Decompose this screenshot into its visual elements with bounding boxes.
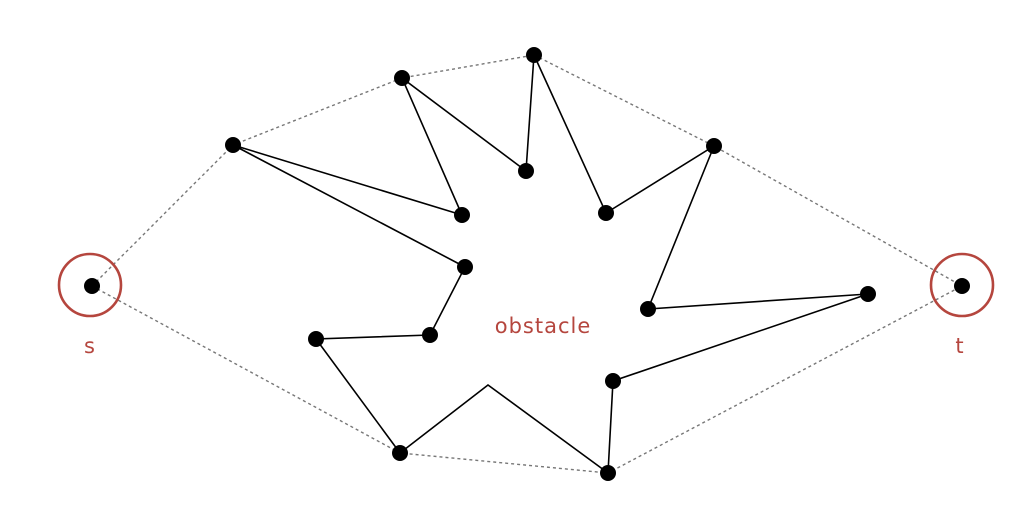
vertex xyxy=(308,331,324,347)
vertex xyxy=(422,327,438,343)
hull-segment-lower xyxy=(91,285,963,474)
target-ring xyxy=(929,252,995,318)
source-label: s xyxy=(84,334,96,358)
target-point: t xyxy=(929,252,995,358)
vertex xyxy=(526,47,542,63)
polygon-vertices xyxy=(225,47,876,481)
vertex xyxy=(598,205,614,221)
hull-segment-upper-right xyxy=(533,54,963,287)
vertex xyxy=(225,137,241,153)
vertex xyxy=(394,70,410,86)
obstacle-polygon xyxy=(232,54,869,475)
vertex xyxy=(640,301,656,317)
vertex xyxy=(518,163,534,179)
vertex xyxy=(392,445,408,461)
vertex xyxy=(454,207,470,223)
convex-hull xyxy=(91,54,963,474)
vertex xyxy=(605,373,621,389)
vertex xyxy=(706,138,722,154)
vertex xyxy=(457,259,473,275)
source-ring xyxy=(57,252,123,318)
hull-segment-upper-left xyxy=(91,54,535,287)
source-vertex xyxy=(84,278,100,294)
target-label: t xyxy=(955,334,964,358)
target-vertex xyxy=(954,278,970,294)
vertex xyxy=(860,286,876,302)
obstacle-label: obstacle xyxy=(495,314,592,338)
source-point: s xyxy=(57,252,123,358)
vertex xyxy=(600,465,616,481)
